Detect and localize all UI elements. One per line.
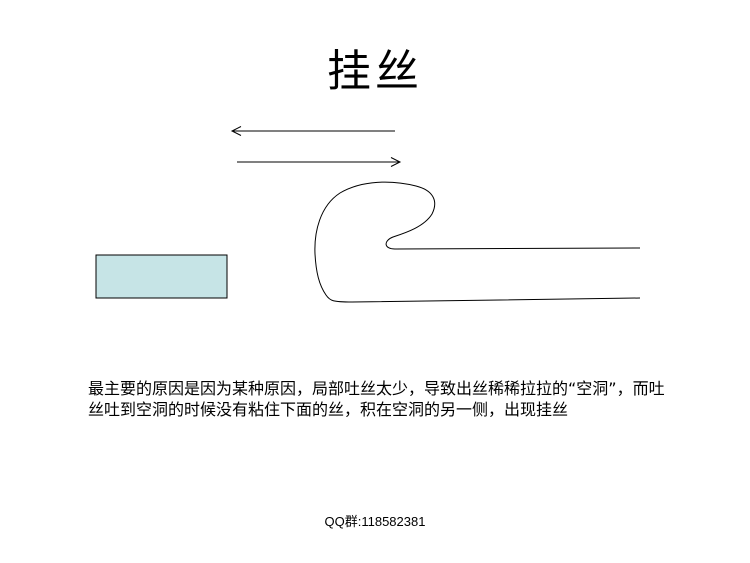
footer-qq-group: QQ群:118582381: [324, 514, 426, 529]
description-text: 最主要的原因是因为某种原因，局部吐丝太少，导致出丝稀稀拉拉的“空洞”，而吐丝吐到…: [88, 379, 665, 419]
nozzle-block: [95, 254, 228, 299]
hanging-filament-outline: [314, 181, 641, 303]
left-arrow: [230, 126, 395, 136]
slide-title: 挂丝: [327, 46, 423, 97]
right-arrow: [237, 157, 402, 167]
